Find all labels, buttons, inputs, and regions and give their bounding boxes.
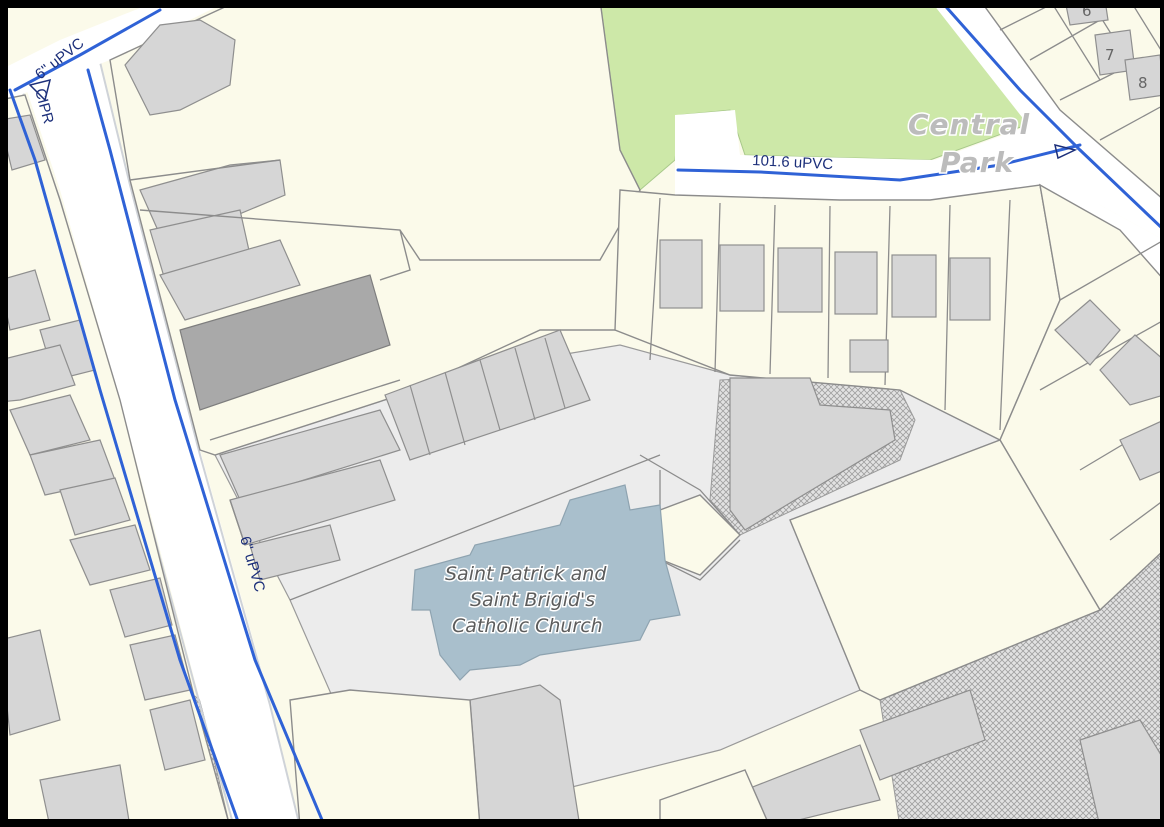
- park-label-line2: Park: [940, 146, 1015, 179]
- east-plot-lines: [1039, 241, 1160, 541]
- church-label-line1: Saint Patrick and: [445, 563, 607, 585]
- southwest-plot: [289, 689, 481, 819]
- park-label-line1: Central: [908, 108, 1030, 141]
- south-plot: [659, 769, 768, 819]
- terrace-buildings: [659, 239, 991, 373]
- pipe-main-west: [8, 88, 239, 819]
- main-road-edge-east: [99, 61, 300, 819]
- pipe-east: [945, 8, 1160, 229]
- northwest-buildings: [124, 19, 591, 581]
- pipe-park: [676, 143, 1082, 182]
- valve-marker-northwest: [28, 78, 52, 102]
- northeast-buildings: [999, 8, 1160, 141]
- church-label-line2: Saint Brigid's: [470, 589, 595, 611]
- valve-marker-east: [1053, 143, 1078, 160]
- pipe-label-park-road: 101.6 uPVC: [752, 152, 834, 173]
- church-building[interactable]: [411, 484, 681, 681]
- pipe-main-east: [86, 68, 324, 819]
- house-number-7: 7: [1105, 46, 1115, 64]
- corner-building: [729, 377, 896, 531]
- house-number-8: 8: [1138, 74, 1148, 92]
- west-buildings: [8, 114, 206, 819]
- terrace-plot-lines: [649, 197, 1011, 431]
- northwest-plot-lines: [129, 159, 641, 546]
- house-number-6: 6: [1082, 2, 1092, 20]
- pipe-northwest: [13, 8, 162, 92]
- park-road: [675, 110, 1160, 276]
- east-buildings: [1054, 299, 1160, 481]
- east-road: [936, 8, 1160, 238]
- main-road: [20, 60, 299, 819]
- east-plot: [999, 183, 1160, 612]
- church-label-line3: Catholic Church: [452, 615, 603, 637]
- water-pipes: [8, 8, 1160, 819]
- south-field: [789, 439, 1102, 701]
